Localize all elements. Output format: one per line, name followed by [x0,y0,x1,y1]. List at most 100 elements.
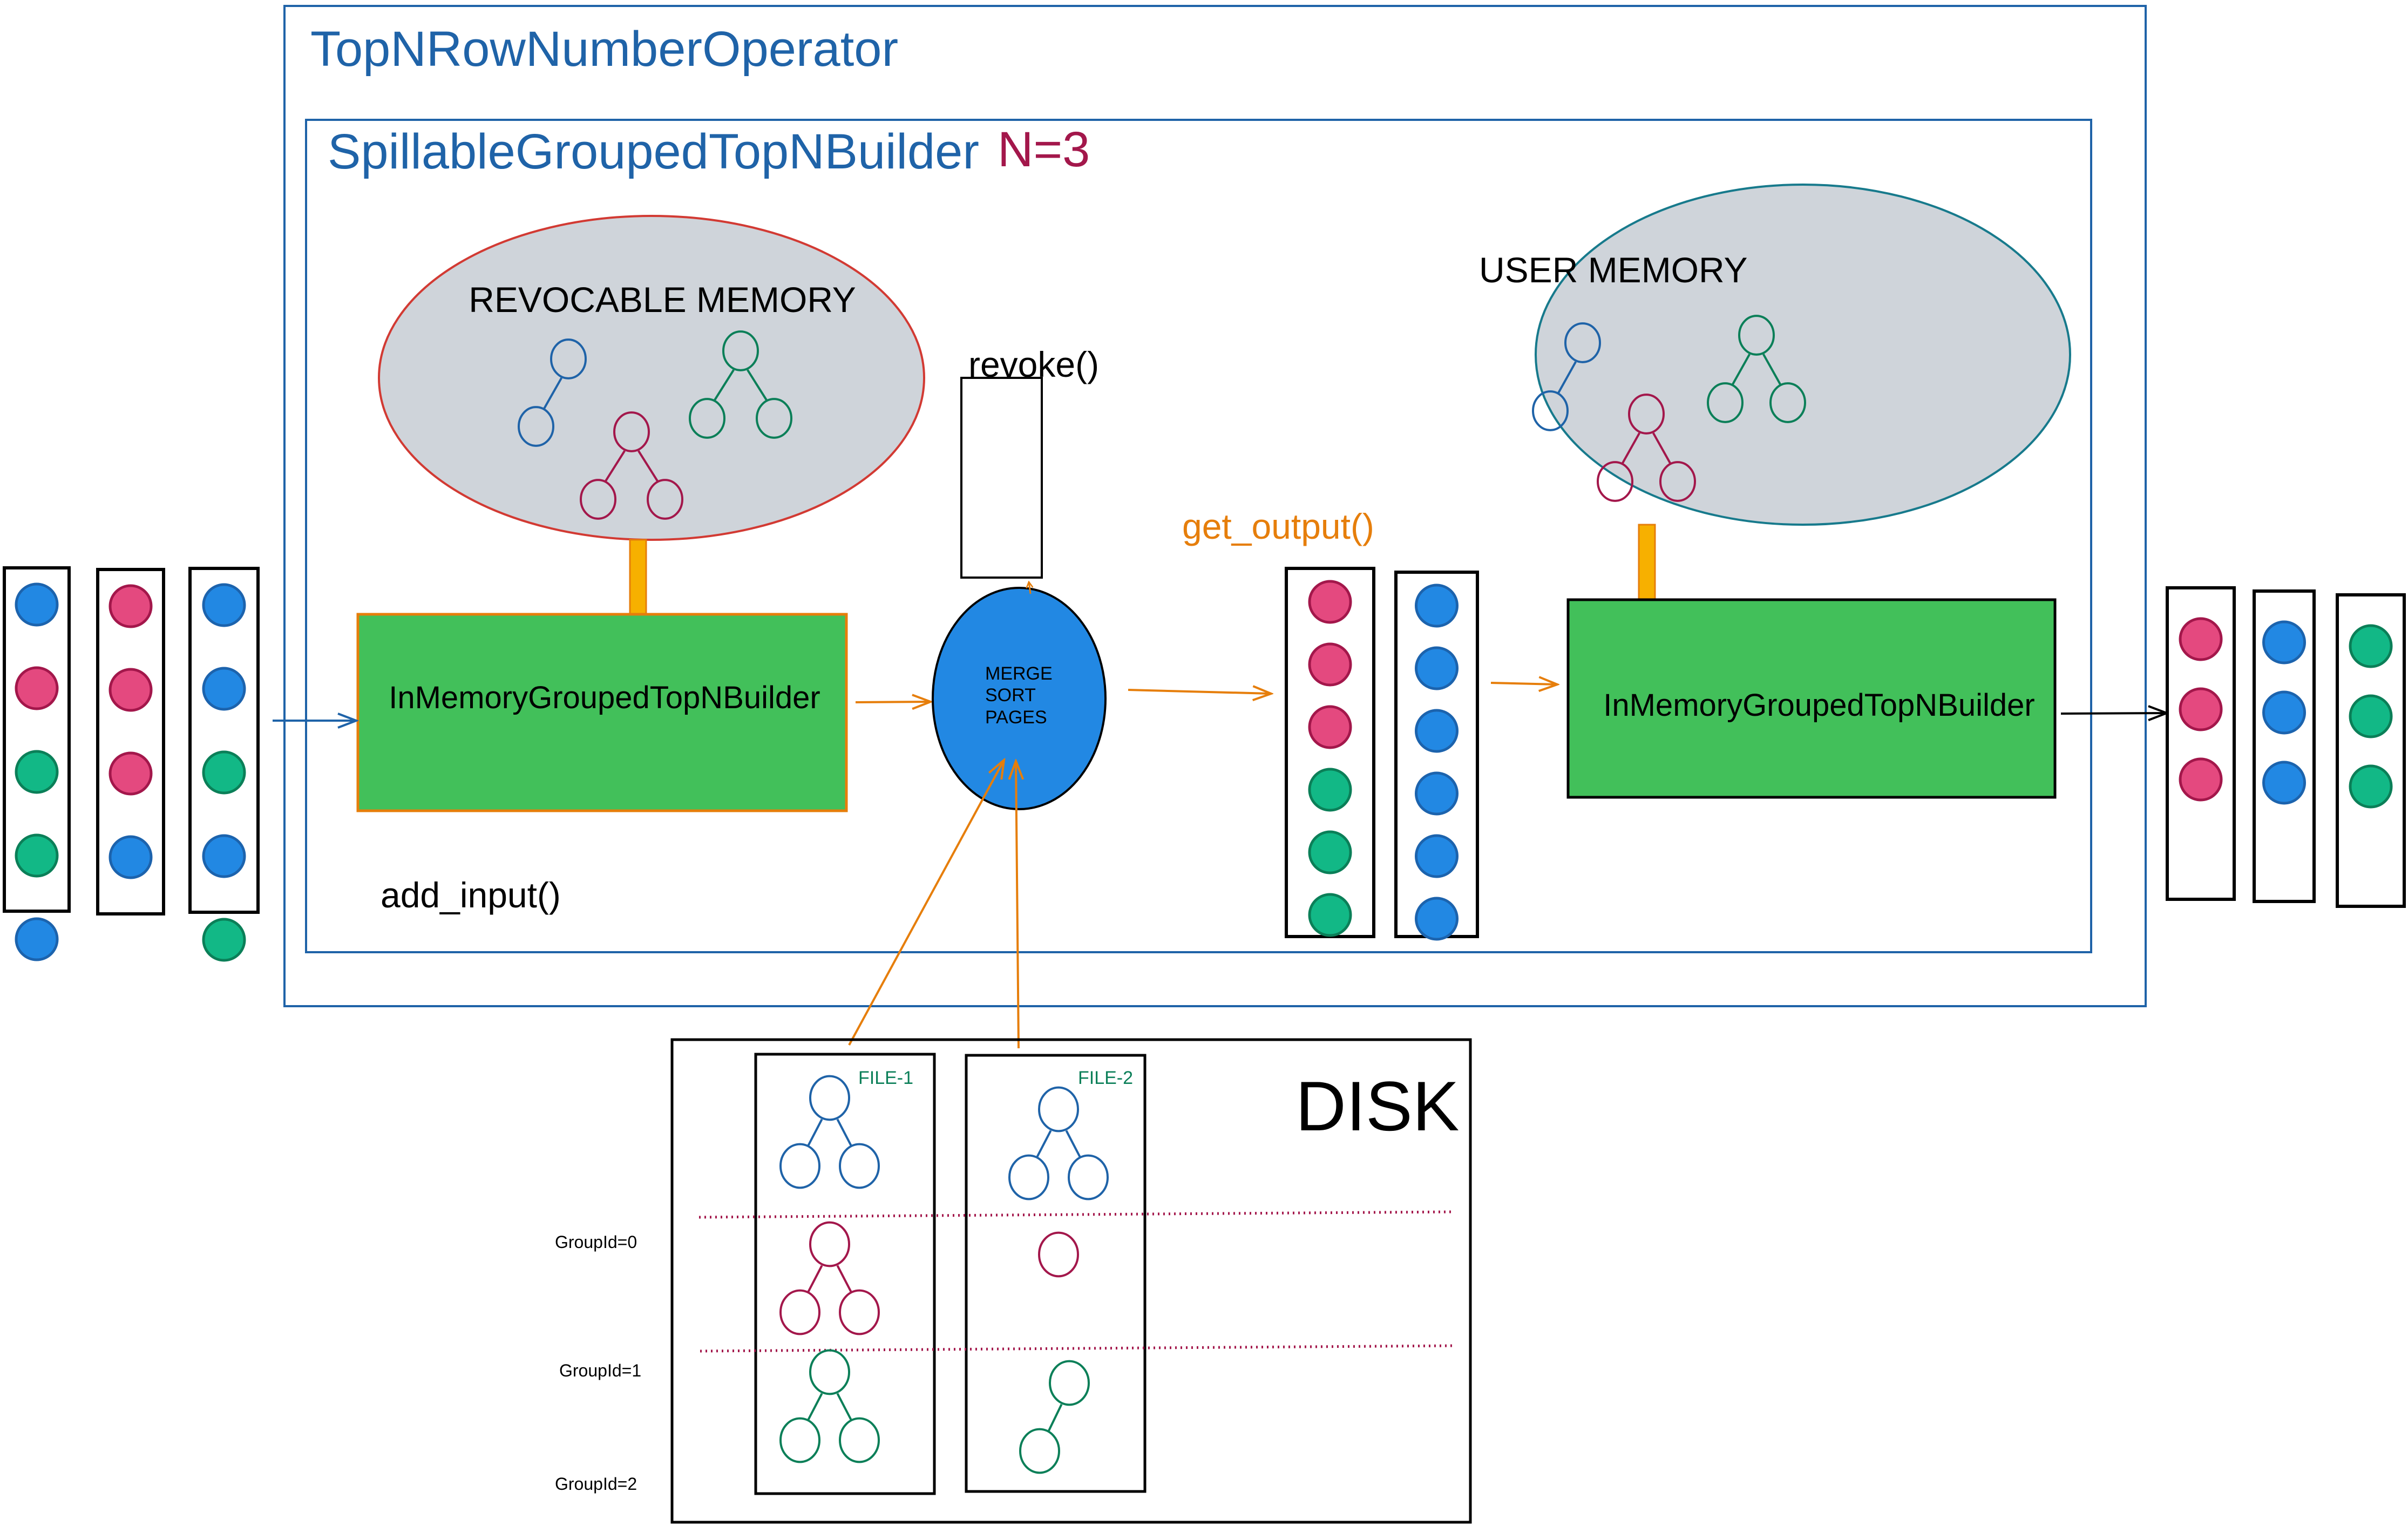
tree-edge [713,369,735,402]
green-row-dot [2349,624,2393,668]
tree-edge [836,1265,853,1293]
tree-node [809,1075,850,1121]
tree-node [1019,1428,1060,1474]
builder-frame [305,119,2092,953]
tree-node [1532,390,1569,431]
green-row-dot [1308,830,1352,874]
blue-row-dot [202,834,246,878]
inmemory-builder-right-label: InMemoryGroupedTopNBuilder [1603,688,2034,723]
blue-group-tree [1008,1086,1109,1201]
pink-row-dot [2179,617,2223,661]
pink-row-dot [15,666,59,710]
tree-node [580,479,616,520]
blue-row-dot [2262,620,2306,664]
tree-edge [836,1118,853,1147]
tree-edge [604,450,626,483]
tree-node [809,1349,850,1395]
user-memory-trees [1532,315,1806,502]
pink-row-dot [1308,580,1352,624]
blue-row-dot [1415,897,1459,941]
tree-edge [1557,361,1577,394]
revocable-memory-pool [378,215,925,541]
get-output-label: get_output() [1182,506,1374,546]
pink-row-dot [108,751,153,796]
file-1-box[interactable] [754,1053,936,1495]
disk-label: DISK [1295,1067,1459,1145]
pink-row-dot [2179,687,2223,731]
tree-node [1597,461,1633,502]
blue-row-dot [2262,690,2306,735]
file-2-label: FILE-2 [1078,1068,1133,1088]
merge-label-line-2: SORT [985,685,1036,706]
green-group-tree [1707,315,1806,423]
blue-row-dot [108,835,153,879]
blue-row-dot [202,583,246,627]
group-divider-2 [700,1344,1455,1353]
blue-row-dot [2262,761,2306,805]
tree-node [779,1417,820,1463]
tree-edge [806,1265,823,1293]
disk-trees [779,1075,1109,1474]
red-group-tree [580,411,683,520]
blue-group-tree [779,1075,880,1189]
pink-row-dot [108,584,153,628]
tree-node [779,1289,820,1335]
user-memory-pool [1535,184,2071,526]
blue-row-dot [15,917,59,961]
inmemory-builder-right[interactable] [1566,598,2057,799]
tree-node [839,1417,880,1463]
merge-label-line-1: MERGE [985,663,1053,684]
red-group-tree [1597,394,1696,502]
blue-row-dot [202,667,246,711]
blue-group-tree [518,338,587,447]
user-memory-label: USER MEMORY [1479,250,1748,290]
add-input-label: add_input() [381,875,561,915]
tree-node [550,338,587,379]
green-row-dot [202,918,246,962]
memory-connector-left [629,539,647,616]
green-row-dot [2349,764,2393,809]
memory-connector-right [1638,524,1656,601]
tree-node [1738,315,1775,356]
tree-node [647,479,683,520]
inmemory-builder-left[interactable] [356,613,848,812]
file-1-label: FILE-1 [858,1068,913,1088]
tree-edge [806,1393,823,1421]
operator-title: TopNRowNumberOperator [310,22,898,77]
revocable-memory-label: REVOCABLE MEMORY [469,280,856,320]
blue-row-dot [1415,584,1459,628]
output-pages [2166,586,2406,908]
merge-sort-pages-node[interactable] [932,587,1107,810]
tree-node [1707,382,1744,423]
tree-edge [1035,1130,1052,1158]
tree-node [1008,1154,1049,1201]
tree-edge [637,450,659,483]
red-group-tree [779,1221,880,1335]
red-group-tree [1038,1231,1079,1278]
revoke-label: revoke() [968,344,1099,384]
file-2-box[interactable] [965,1054,1147,1493]
input-pages [3,566,260,962]
tree-node [518,406,554,447]
blue-row-dot [15,582,59,627]
tree-edge [836,1393,853,1421]
pages-to-builder-arrow [1490,683,1557,684]
blue-row-dot [1415,646,1459,690]
builder-title: SpillableGroupedTopNBuilder [328,124,979,179]
tree-edge [542,377,562,410]
tree-node [613,411,650,452]
tree-node [1049,1360,1090,1406]
tree-edge [747,369,768,402]
tree-node [1068,1154,1109,1201]
tree-node [1038,1086,1079,1132]
tree-node [1038,1231,1079,1278]
tree-node [1769,382,1806,423]
file-1-to-merge-arrow [848,760,1004,1046]
green-group-tree [689,330,792,439]
revocable-memory-trees [518,330,792,520]
tree-node [839,1143,880,1189]
tree-edge [1621,432,1640,465]
merged-pages [1285,567,1479,941]
tree-node [1659,461,1696,502]
green-group-tree [779,1349,880,1463]
